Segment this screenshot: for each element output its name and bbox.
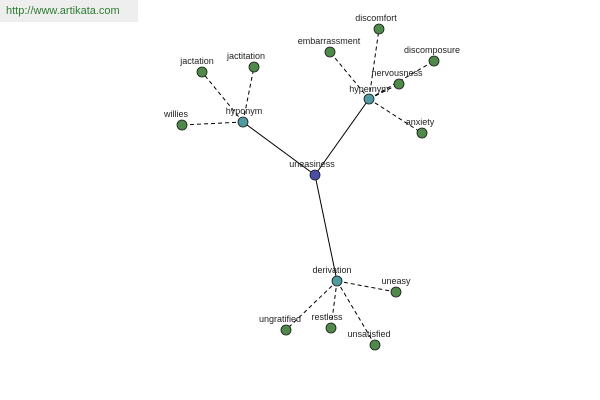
node-label-nervousness[interactable]: nervousness — [371, 68, 423, 78]
node-uneasiness[interactable] — [309, 169, 321, 181]
node-anxiety[interactable] — [416, 127, 428, 139]
node-restless[interactable] — [325, 322, 337, 334]
edge-uneasiness-derivation — [314, 174, 338, 282]
node-discomfort[interactable] — [373, 23, 385, 35]
node-willies[interactable] — [176, 119, 188, 131]
edge-uneasiness-hyponym — [242, 121, 316, 176]
edges — [181, 28, 435, 346]
node-discomposure[interactable] — [428, 55, 440, 67]
node-label-hyponym[interactable]: hyponym — [226, 106, 263, 116]
node-label-derivation[interactable]: derivation — [312, 265, 351, 275]
node-hyponym[interactable] — [237, 116, 249, 128]
node-labels: uneasiness hyponym jactation jactitation wil… — [163, 13, 460, 339]
node-label-jactation[interactable]: jactation — [179, 56, 214, 66]
node-label-hypernym[interactable]: hypernym — [349, 84, 389, 94]
node-jactation[interactable] — [196, 66, 208, 78]
edge-derivation-uneasy — [336, 280, 397, 293]
node-label-anxiety[interactable]: anxiety — [406, 117, 435, 127]
node-label-uneasy[interactable]: uneasy — [381, 276, 411, 286]
edge-hypernym-embarrassment — [329, 51, 370, 100]
node-derivation[interactable] — [331, 275, 343, 287]
site-watermark[interactable]: http://www.artikata.com — [0, 0, 138, 22]
edge-hypernym-discomfort — [368, 28, 380, 100]
node-label-jactitation[interactable]: jactitation — [226, 51, 265, 61]
nodes — [176, 23, 440, 351]
edge-hyponym-jactitation — [242, 66, 255, 123]
node-label-uneasiness[interactable]: uneasiness — [289, 159, 335, 169]
node-nervousness[interactable] — [393, 78, 405, 90]
node-label-embarrassment[interactable]: embarrassment — [298, 36, 361, 46]
node-ungratified[interactable] — [280, 324, 292, 336]
node-label-discomfort[interactable]: discomfort — [355, 13, 397, 23]
edge-derivation-restless — [330, 280, 338, 329]
edge-hyponym-willies — [181, 121, 244, 126]
edge-hyponym-jactation — [201, 71, 244, 123]
edge-derivation-ungratified — [285, 280, 338, 331]
edge-hypernym-anxiety — [368, 98, 423, 134]
node-hypernym[interactable] — [363, 93, 375, 105]
node-label-willies[interactable]: willies — [163, 109, 189, 119]
edge-hypernym-nervousness — [368, 83, 400, 100]
edge-derivation-unsatisfied — [336, 280, 376, 346]
node-label-ungratified[interactable]: ungratified — [259, 314, 301, 324]
node-label-unsatisfied[interactable]: unsatisfied — [347, 329, 390, 339]
node-embarrassment[interactable] — [324, 46, 336, 58]
node-uneasy[interactable] — [390, 286, 402, 298]
edge-uneasiness-hypernym — [314, 98, 370, 176]
node-unsatisfied[interactable] — [369, 339, 381, 351]
node-jactitation[interactable] — [248, 61, 260, 73]
node-label-discomposure[interactable]: discomposure — [404, 45, 460, 55]
node-label-restless[interactable]: restless — [311, 312, 343, 322]
